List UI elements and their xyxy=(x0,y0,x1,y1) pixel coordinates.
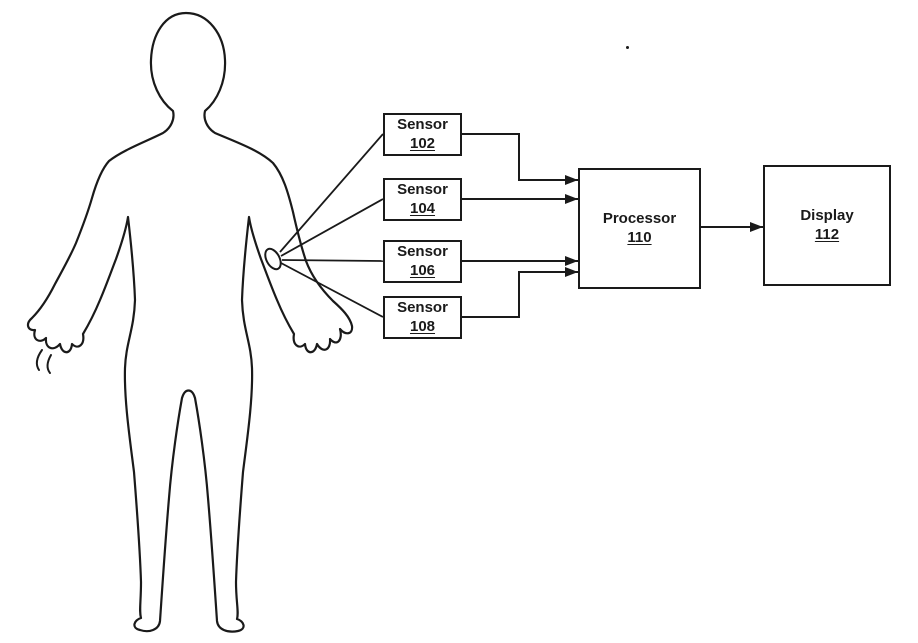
node-processor-110: Processor 110 xyxy=(578,168,701,289)
human-body-outline xyxy=(26,11,354,633)
sensor-106-ref: 106 xyxy=(409,261,436,279)
wire-sensor4-processor xyxy=(461,267,578,318)
sensor-108-label: Sensor xyxy=(397,298,448,316)
display-ref: 112 xyxy=(814,225,840,243)
processor-label: Processor xyxy=(602,209,677,227)
sensor-104-label: Sensor xyxy=(397,180,448,198)
sensor-104-ref: 104 xyxy=(409,199,436,217)
wrist-sensor-patch xyxy=(264,247,282,271)
sensor-108-ref: 108 xyxy=(409,317,436,335)
processor-ref: 110 xyxy=(627,228,652,246)
node-sensor-108: Sensor 108 xyxy=(383,296,462,339)
sensor-102-label: Sensor xyxy=(397,115,448,133)
sensor-102-ref: 102 xyxy=(409,134,436,152)
node-sensor-106: Sensor 106 xyxy=(383,240,462,283)
hand-detail-squiggle xyxy=(35,349,52,374)
node-sensor-102: Sensor 102 xyxy=(383,113,462,156)
lead-line-sensor3 xyxy=(281,259,384,262)
display-label: Display xyxy=(800,206,854,224)
wire-sensor1-processor xyxy=(461,133,578,185)
lead-line-sensor4 xyxy=(280,262,384,318)
node-display-112: Display 112 xyxy=(763,165,891,286)
sensor-106-label: Sensor xyxy=(397,242,448,260)
print-speck xyxy=(626,46,629,49)
lead-line-sensor2 xyxy=(280,198,384,257)
lead-line-sensor1 xyxy=(279,133,384,253)
node-sensor-104: Sensor 104 xyxy=(383,178,462,221)
